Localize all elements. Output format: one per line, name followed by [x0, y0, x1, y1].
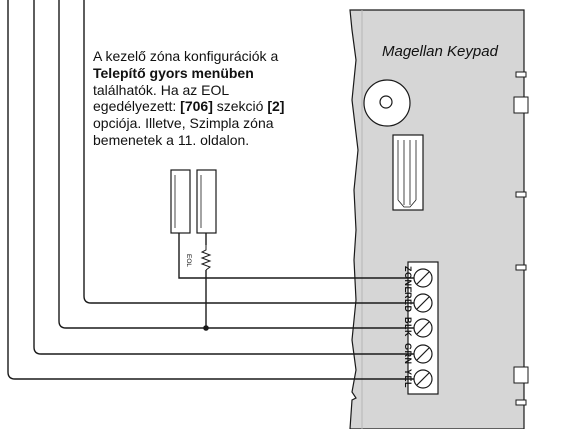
side-connectors — [513, 71, 529, 406]
eol-resistor — [200, 245, 212, 271]
buzzer-icon — [363, 79, 411, 127]
wire-red — [83, 0, 414, 304]
instruction-note: A kezelő zóna konfigurációk a Telepítő g… — [93, 48, 333, 149]
note-line-5: opciója. Illetve, Szimpla zóna — [93, 115, 274, 132]
terminal-label-red: RED — [403, 292, 413, 313]
contact-wires — [178, 233, 414, 328]
terminal-screw-grn — [413, 344, 433, 364]
wire-yel — [7, 0, 414, 380]
note-line-3: találhatók. Ha az EOL — [93, 81, 230, 98]
bus-wires — [7, 0, 414, 380]
terminal-label-zone: ZONE — [403, 266, 413, 293]
tamper-post — [392, 134, 424, 211]
junction-dot — [203, 325, 209, 331]
note-option-ref: [2] — [267, 98, 285, 115]
note-line-4: egedélyezett: [706] szekció [2] — [93, 98, 284, 114]
terminal-screw-zone — [413, 268, 433, 288]
wire-blk — [58, 0, 414, 329]
note-line-4-mid: szekció — [212, 98, 268, 115]
keypad-title: Magellan Keypad — [382, 43, 499, 60]
terminal-screw-blk — [413, 318, 433, 338]
note-line-6: bemenetek a 11. oldalon. — [93, 131, 250, 148]
terminal-screw-red — [413, 293, 433, 313]
terminal-screw-yel — [413, 369, 433, 389]
terminal-label-blk: BLK — [403, 317, 413, 337]
note-line-1: A kezelő zóna konfigurációk a — [93, 48, 279, 64]
note-line-4-pre: egedélyezett: — [93, 98, 181, 115]
eol-label: EOL — [185, 254, 192, 267]
door-contact — [170, 169, 217, 234]
note-section-ref: [706] — [180, 98, 213, 115]
note-line-2: Telepítő gyors menüben — [93, 64, 254, 81]
wire-grn — [33, 0, 414, 355]
